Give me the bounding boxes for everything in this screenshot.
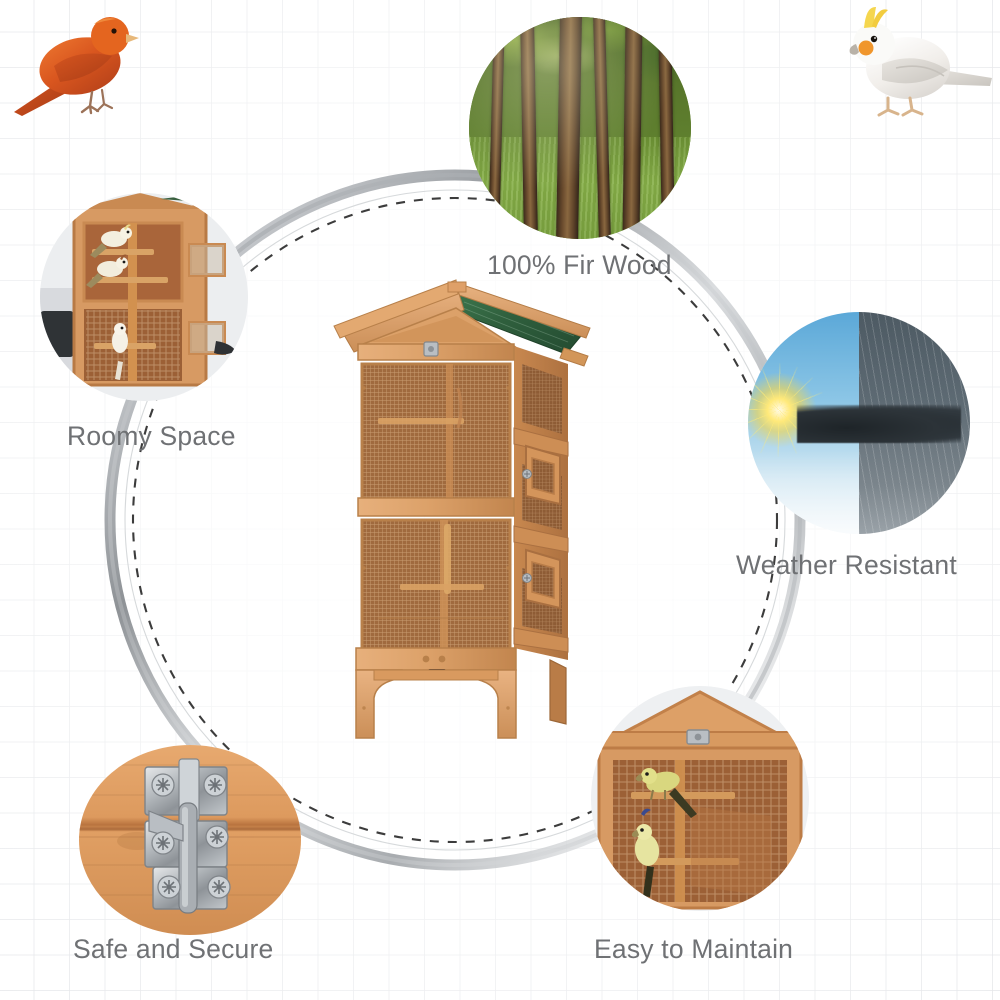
bird-cage-illustration xyxy=(333,279,591,739)
feature-label-weather-resistant: Weather Resistant xyxy=(736,550,957,580)
pull-out-tray xyxy=(355,647,517,671)
feature-label-fir-wood: 100% Fir Wood xyxy=(487,250,672,280)
feature-label-easy-to-maintain: Easy to Maintain xyxy=(594,934,794,964)
perch-lower-vertical xyxy=(444,524,451,594)
product-bird-cage xyxy=(318,268,598,768)
feature-label-safe-and-secure: Safe and Secure xyxy=(73,934,274,964)
orange-canary-bird xyxy=(14,17,139,116)
leg-back-right xyxy=(549,659,567,725)
upper-mesh-enclosure xyxy=(362,364,510,500)
perch-lower xyxy=(400,584,484,590)
white-cockatiel-bird xyxy=(849,6,992,117)
perch-upper xyxy=(378,418,464,424)
top-latch xyxy=(423,341,439,357)
sun-and-rain-photo xyxy=(748,312,970,534)
side-access-door-lower xyxy=(522,548,561,610)
metal-hinge-photo xyxy=(79,745,301,935)
side-access-door-upper xyxy=(522,444,561,506)
cage-front-photo xyxy=(591,686,809,911)
feature-label-roomy-space: Roomy Space xyxy=(67,421,236,451)
storm-cloud-icon xyxy=(796,405,962,443)
cage-interior-photo xyxy=(40,193,248,401)
fir-forest-photo xyxy=(469,17,691,239)
